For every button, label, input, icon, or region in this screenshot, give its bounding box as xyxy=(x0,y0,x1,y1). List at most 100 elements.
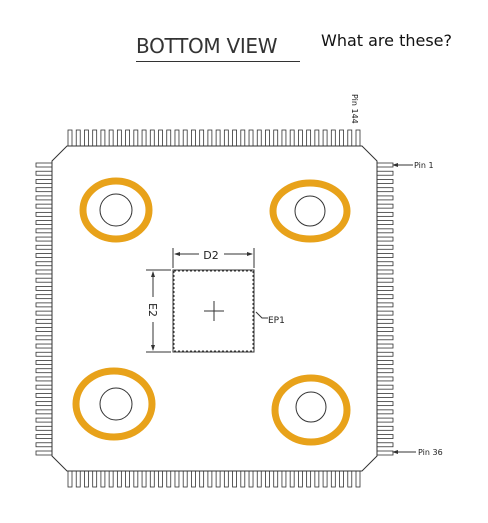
pin-row-top xyxy=(67,129,361,147)
d2-dimension xyxy=(172,248,255,268)
pin-lead xyxy=(306,470,312,488)
mounting-hole-top-left xyxy=(79,177,153,243)
pin-lead xyxy=(35,195,53,201)
pin-lead xyxy=(376,401,394,407)
pin-lead xyxy=(35,417,53,423)
pin-lead xyxy=(35,392,53,398)
pin-lead xyxy=(376,244,394,250)
pin-lead xyxy=(35,211,53,217)
pin-lead xyxy=(376,170,394,176)
pin-lead xyxy=(306,129,312,147)
pin-36-arrow xyxy=(392,450,398,454)
pin-lead xyxy=(376,360,394,365)
pin-lead xyxy=(215,470,221,488)
pin-lead xyxy=(330,470,336,488)
exposed-pad xyxy=(172,269,255,353)
pin-1-arrow xyxy=(392,163,398,167)
pin-lead xyxy=(240,129,246,147)
pin-lead xyxy=(376,450,394,456)
pin-lead xyxy=(199,129,205,147)
pin-lead xyxy=(265,470,270,488)
pin-lead xyxy=(100,129,106,147)
pin-lead xyxy=(116,129,122,147)
pin-lead xyxy=(35,286,53,291)
pin-lead xyxy=(240,470,246,488)
pin-lead xyxy=(125,129,130,147)
pin-lead xyxy=(376,195,394,201)
pin-lead xyxy=(84,129,89,147)
pin-lead xyxy=(35,343,53,349)
pin-lead xyxy=(376,310,394,316)
pin-144-label: Pin 144 xyxy=(350,94,359,124)
pin-lead xyxy=(35,203,53,209)
pin-lead xyxy=(322,129,328,147)
e2-label: E2 xyxy=(146,303,159,317)
pin-lead xyxy=(376,253,394,258)
pin-lead xyxy=(376,286,394,291)
pin-lead xyxy=(92,470,98,488)
pin-lead xyxy=(273,129,279,147)
pin-lead xyxy=(207,129,213,147)
pin-lead xyxy=(35,253,53,258)
pin-lead xyxy=(158,129,163,147)
pin-lead xyxy=(376,392,394,398)
pin-lead xyxy=(376,442,394,448)
ep1-label: EP1 xyxy=(268,316,285,326)
pin-lead xyxy=(376,425,394,431)
pin-lead xyxy=(75,470,81,488)
pin-lead xyxy=(35,376,53,382)
view-title: BOTTOM VIEW xyxy=(136,34,278,58)
pin-column-left xyxy=(35,162,53,456)
pin-lead xyxy=(376,343,394,349)
pin-lead xyxy=(182,470,188,488)
pin-lead xyxy=(376,376,394,382)
pin-column-right xyxy=(376,162,394,456)
ep1-leader xyxy=(255,311,268,319)
pin-lead xyxy=(376,277,394,283)
pin-lead xyxy=(166,470,172,488)
pin-lead xyxy=(281,470,287,488)
pin-lead xyxy=(35,179,53,184)
pin-lead xyxy=(289,470,295,488)
pin-lead xyxy=(297,129,303,147)
mounting-hole-bottom-right xyxy=(271,374,351,446)
pin-lead xyxy=(376,261,394,267)
pin-lead xyxy=(207,470,213,488)
pin-lead xyxy=(35,162,53,168)
pin-lead xyxy=(35,351,53,357)
mounting-hole-top-right xyxy=(269,179,351,243)
pin-lead xyxy=(376,409,394,415)
pin-lead xyxy=(35,327,53,332)
pin-lead xyxy=(84,470,89,488)
pin-lead xyxy=(35,294,53,300)
pin-lead xyxy=(273,470,279,488)
pin-lead xyxy=(35,310,53,316)
pin-lead xyxy=(248,470,254,488)
pin-lead xyxy=(355,129,361,147)
pin-lead xyxy=(376,327,394,332)
pin-lead xyxy=(376,434,394,439)
pin-lead xyxy=(376,368,394,374)
pin-lead xyxy=(35,335,53,341)
pin-lead xyxy=(35,170,53,176)
pin-lead xyxy=(314,129,320,147)
pin-lead xyxy=(322,470,328,488)
pin-lead xyxy=(35,409,53,415)
pin-lead xyxy=(35,302,53,308)
pin-lead xyxy=(75,129,81,147)
pin-lead xyxy=(376,335,394,341)
pin-lead xyxy=(297,470,303,488)
pin-lead xyxy=(35,236,53,242)
pin-lead xyxy=(35,269,53,275)
pin-lead xyxy=(133,470,139,488)
pin-36-label: Pin 36 xyxy=(418,448,443,457)
pin-lead xyxy=(116,470,122,488)
pin-lead xyxy=(347,470,353,488)
pin-lead xyxy=(35,244,53,250)
pin-lead xyxy=(376,318,394,324)
pin-lead xyxy=(376,294,394,300)
pin-row-bottom xyxy=(67,470,361,488)
title-underline xyxy=(136,61,300,62)
pin-lead xyxy=(174,470,180,488)
